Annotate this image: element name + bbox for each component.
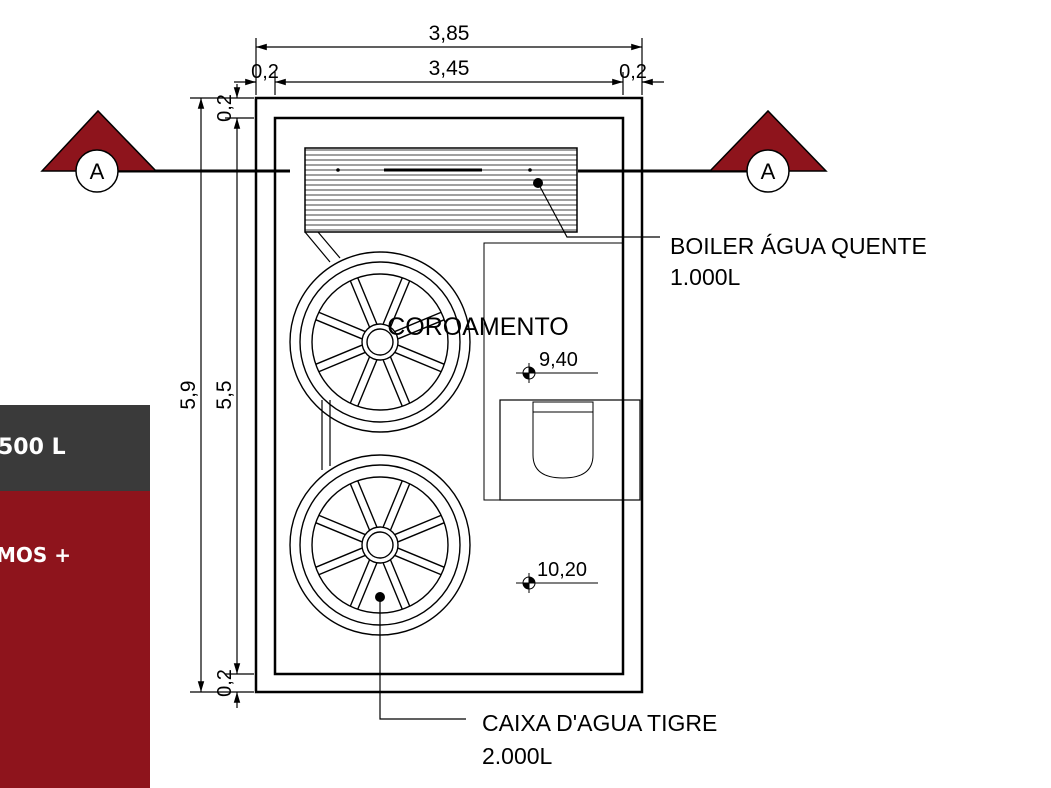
level-marker-upper [516,363,598,383]
top-dimensions [234,38,664,95]
tank-label-line2: 2.000L [482,743,553,769]
boiler-label-line2: 1.000L [670,264,741,290]
level-lower-label: 10,20 [537,559,587,581]
tank-leader-line [379,597,466,720]
dim-top-wall: 0,2 [214,94,236,122]
dim-overall-width: 3,85 [429,22,470,45]
bathroom [483,242,641,501]
water-tank-upper [289,251,471,433]
boiler-label-line1: BOILER ÁGUA QUENTE [670,233,927,259]
dim-inner-height: 5,5 [213,380,236,409]
tank-label-line1: CAIXA D'AGUA TIGRE [482,710,717,736]
section-marker-right: A [708,109,828,193]
boiler-leader-line [537,182,660,238]
pipes [304,231,341,470]
dim-bottom-wall: 0,2 [214,669,236,697]
section-marker-right-label: A [761,159,776,184]
section-marker-left: A [40,109,158,193]
level-upper-label: 9,40 [539,349,578,371]
boiler [304,147,578,233]
dim-overall-height: 5,9 [177,380,200,409]
dim-inner-width: 3,45 [429,57,470,80]
options-panel: MOS + [0,491,150,788]
outer-wall [254,96,644,694]
left-dimensions [190,84,254,708]
capacity-panel: 500 L [0,405,150,491]
capacity-panel-label: 500 L [0,435,66,460]
dim-right-wall: 0,2 [619,61,647,83]
options-panel-label: MOS + [0,543,72,567]
water-tank-lower [289,454,471,636]
level-marker-lower [516,573,598,593]
room-label: COROAMENTO [387,313,569,341]
section-marker-left-label: A [90,159,105,184]
dim-left-wall: 0,2 [251,61,279,83]
